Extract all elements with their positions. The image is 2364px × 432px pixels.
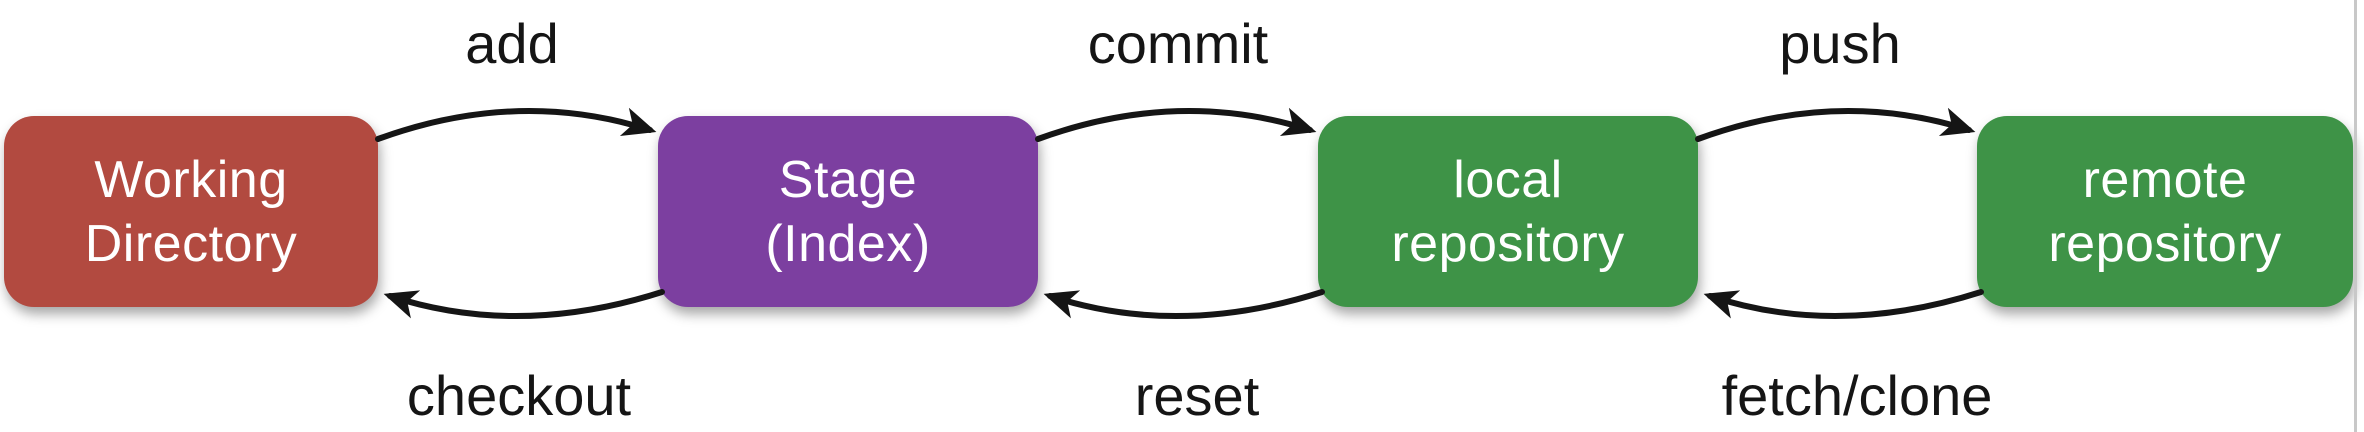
node-remote-repository-label: remote repository — [2048, 150, 2282, 273]
node-remote-repository: remote repository — [1977, 116, 2353, 307]
edge-label-commit: commit — [1087, 12, 1269, 75]
node-stage-index-label: Stage (Index) — [765, 150, 931, 273]
node-working-directory-label: Working Directory — [84, 150, 298, 273]
edge-commit-arrow — [1035, 107, 1317, 142]
edge-fetchclone-arrow — [1703, 289, 1984, 320]
node-working-directory: Working Directory — [4, 116, 378, 307]
edge-reset-arrow — [1043, 289, 1325, 320]
edge-add-arrow — [375, 107, 657, 142]
node-local-repository-label: local repository — [1391, 150, 1625, 273]
edge-label-checkout: checkout — [406, 364, 632, 427]
edge-push-arrow — [1695, 107, 1976, 142]
edge-label-fetchclone: fetch/clone — [1721, 364, 1993, 427]
edge-label-push: push — [1779, 12, 1901, 75]
edge-label-add: add — [465, 12, 559, 75]
edge-checkout-arrow — [383, 289, 665, 320]
screenshot-right-border — [2354, 0, 2357, 432]
node-local-repository: local repository — [1318, 116, 1698, 307]
edge-label-reset: reset — [1134, 364, 1260, 427]
node-stage-index: Stage (Index) — [658, 116, 1038, 307]
